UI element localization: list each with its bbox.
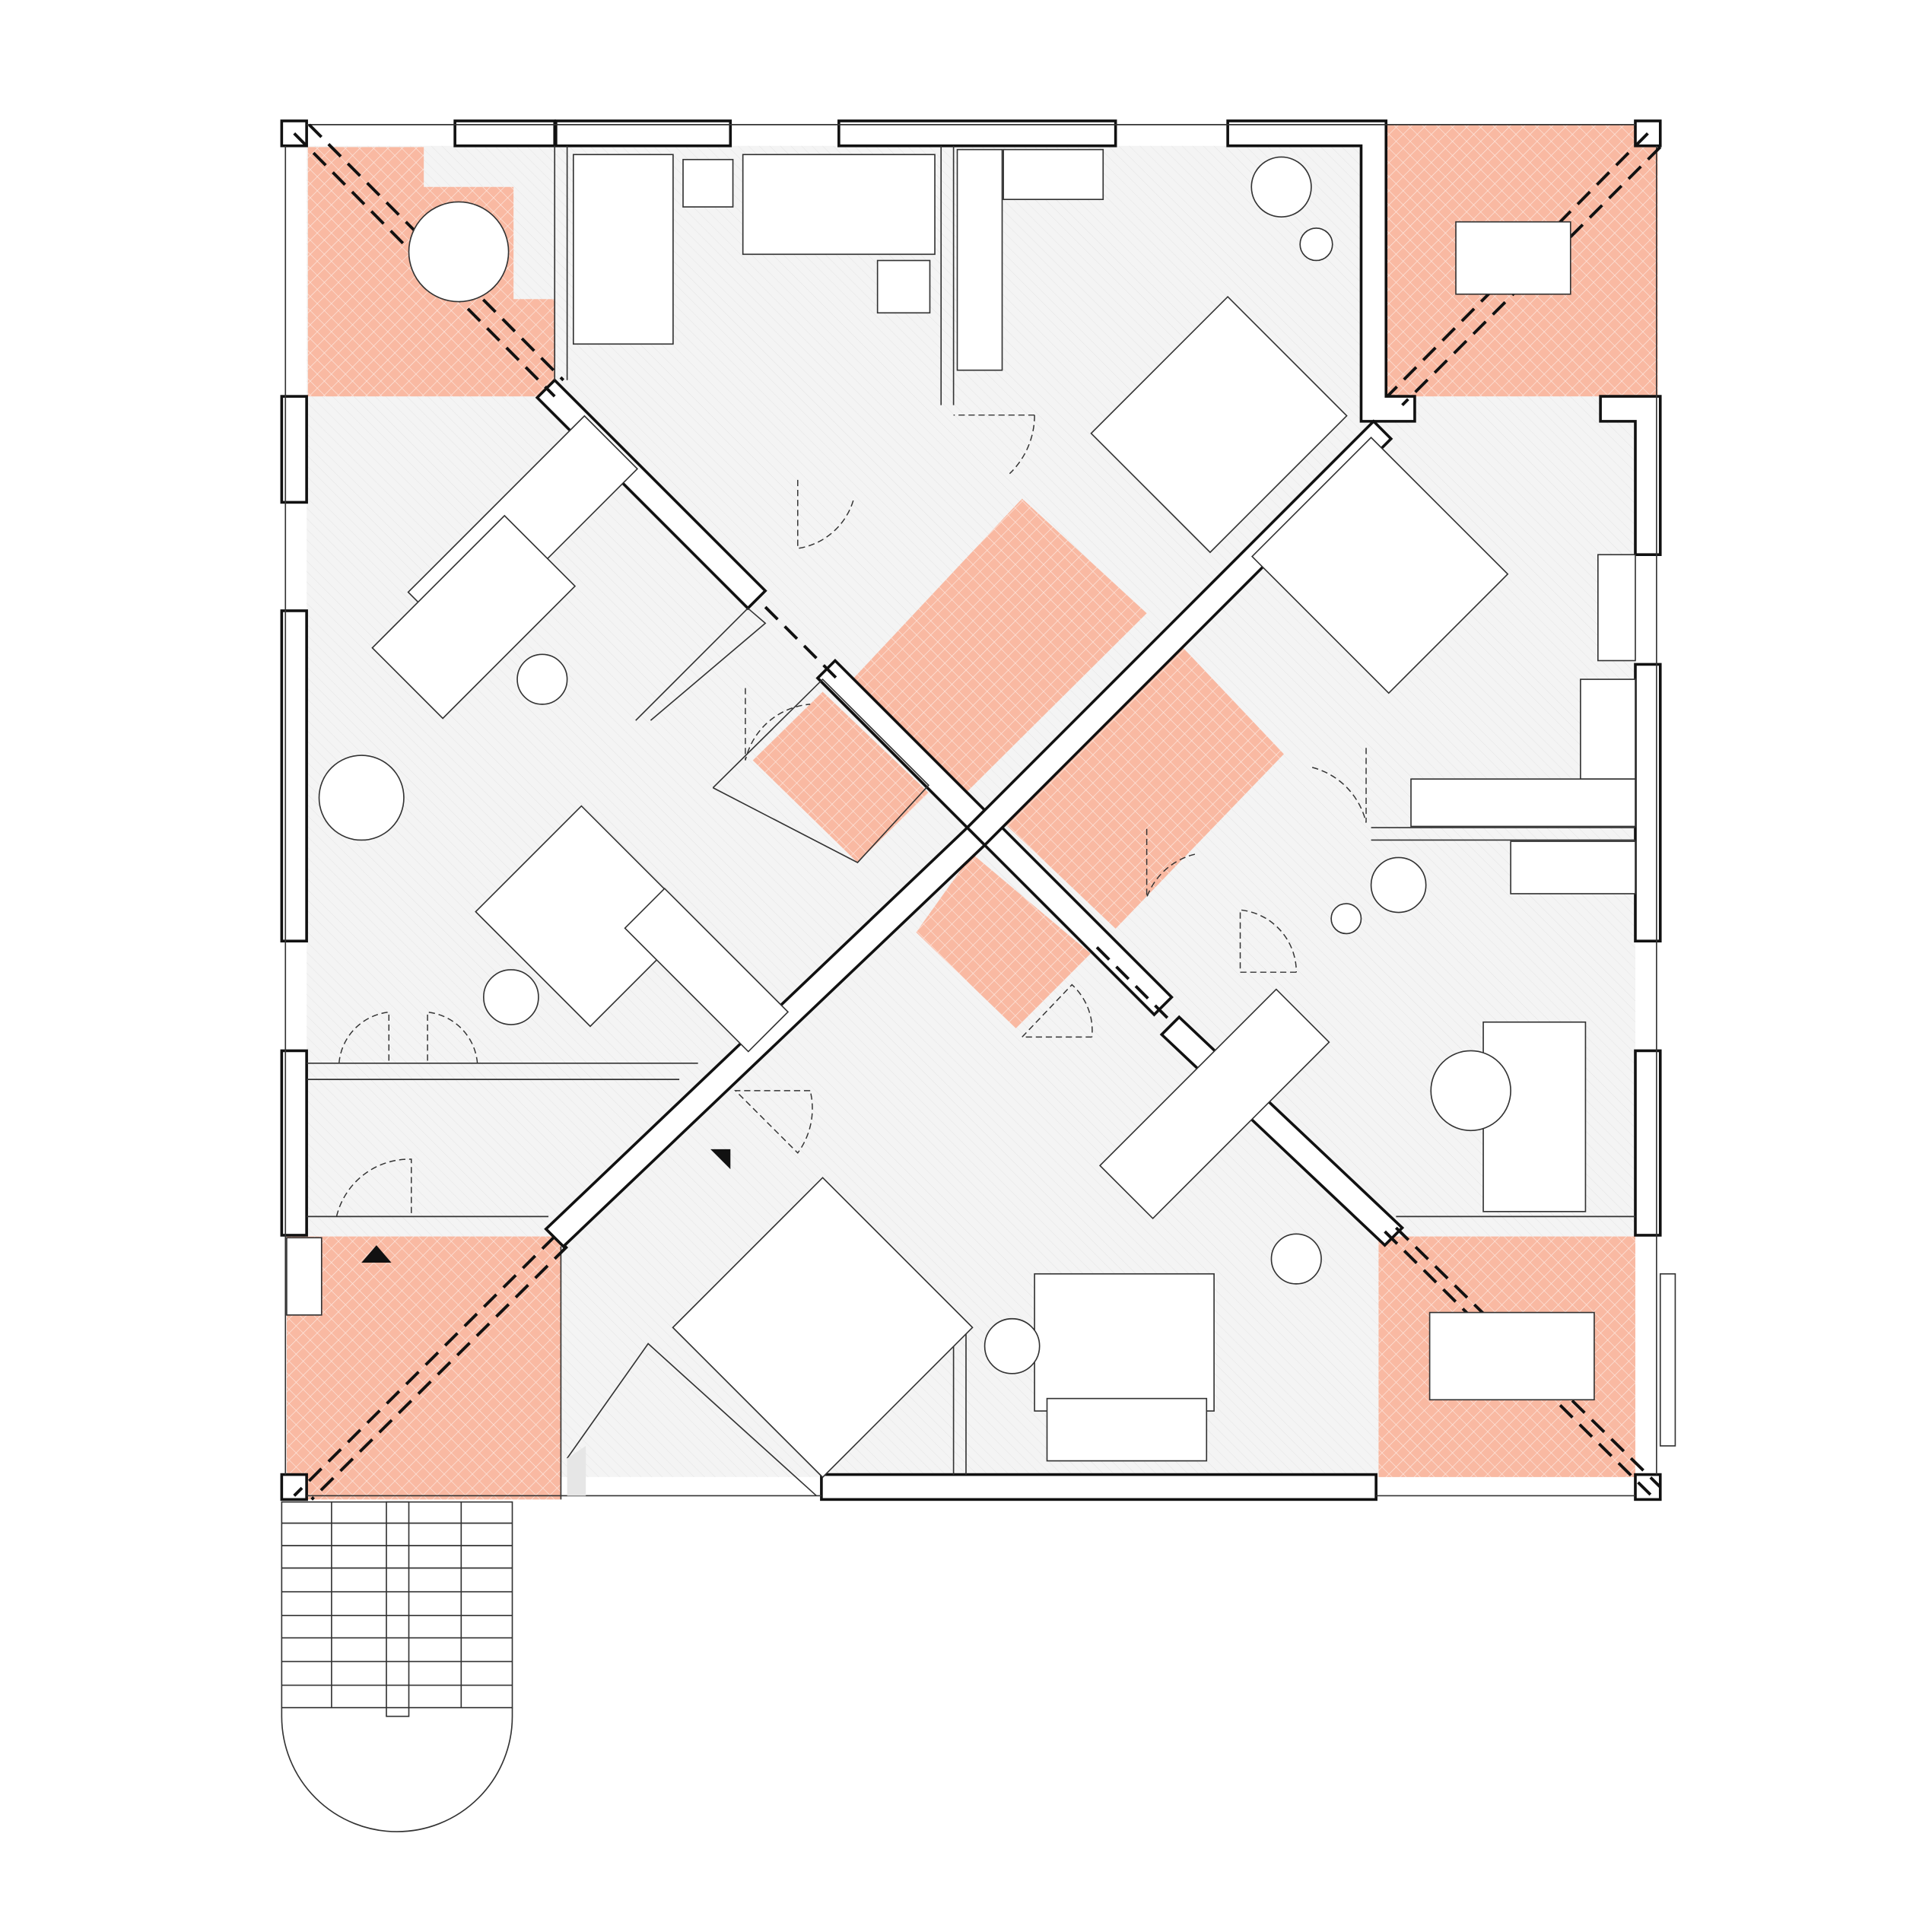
rug-icon xyxy=(475,805,697,1028)
rug-icon xyxy=(1034,1273,1215,1412)
sofa-icon xyxy=(1046,1397,1208,1462)
bathroom-north xyxy=(852,498,1147,793)
plant-icon xyxy=(1270,1233,1322,1285)
cabinet-icon xyxy=(286,1237,323,1316)
fireplace-icon xyxy=(318,755,405,841)
bathroom-east xyxy=(996,635,1284,929)
round-table-icon xyxy=(408,201,510,303)
bed-icon xyxy=(1250,437,1509,694)
sofa-icon xyxy=(624,887,790,1053)
bed-icon xyxy=(1090,295,1348,554)
nightstand-icon xyxy=(876,259,931,314)
stair-icon xyxy=(281,1501,513,1832)
entrance-marker-icon xyxy=(710,1149,731,1170)
bed-icon xyxy=(742,154,936,256)
desk-icon xyxy=(1510,840,1636,895)
chair-icon xyxy=(983,1317,1041,1374)
nightstand-icon xyxy=(682,158,734,208)
cabinet-icon xyxy=(1597,554,1636,662)
round-table-icon xyxy=(1430,1050,1511,1132)
bed-icon xyxy=(572,154,674,345)
furniture xyxy=(286,148,1636,1479)
exterior-walls xyxy=(280,119,1676,1501)
corner-zone-bottom-left xyxy=(286,1236,561,1500)
plant-icon xyxy=(516,653,568,705)
wardrobe-icon xyxy=(956,148,1003,371)
wardrobe-icon xyxy=(1003,148,1104,201)
chair-icon xyxy=(1250,156,1312,218)
bathroom-west xyxy=(752,691,929,863)
dining-table-icon xyxy=(1428,1311,1595,1401)
wardrobe-icon xyxy=(1410,778,1636,828)
entrance-marker-icon xyxy=(361,1245,392,1263)
side-table-icon xyxy=(1299,227,1333,262)
side-table-icon xyxy=(1330,903,1362,935)
chair-icon xyxy=(483,969,539,1025)
bathroom-south xyxy=(916,853,1091,1028)
kitchen-counter-icon xyxy=(1098,988,1330,1220)
elevator-icon xyxy=(672,1177,974,1479)
doors xyxy=(335,414,1367,1217)
table-icon xyxy=(1455,221,1571,295)
dining-table-icon xyxy=(371,514,577,720)
chair-icon xyxy=(1370,856,1427,914)
wardrobe-icon xyxy=(1580,678,1636,780)
